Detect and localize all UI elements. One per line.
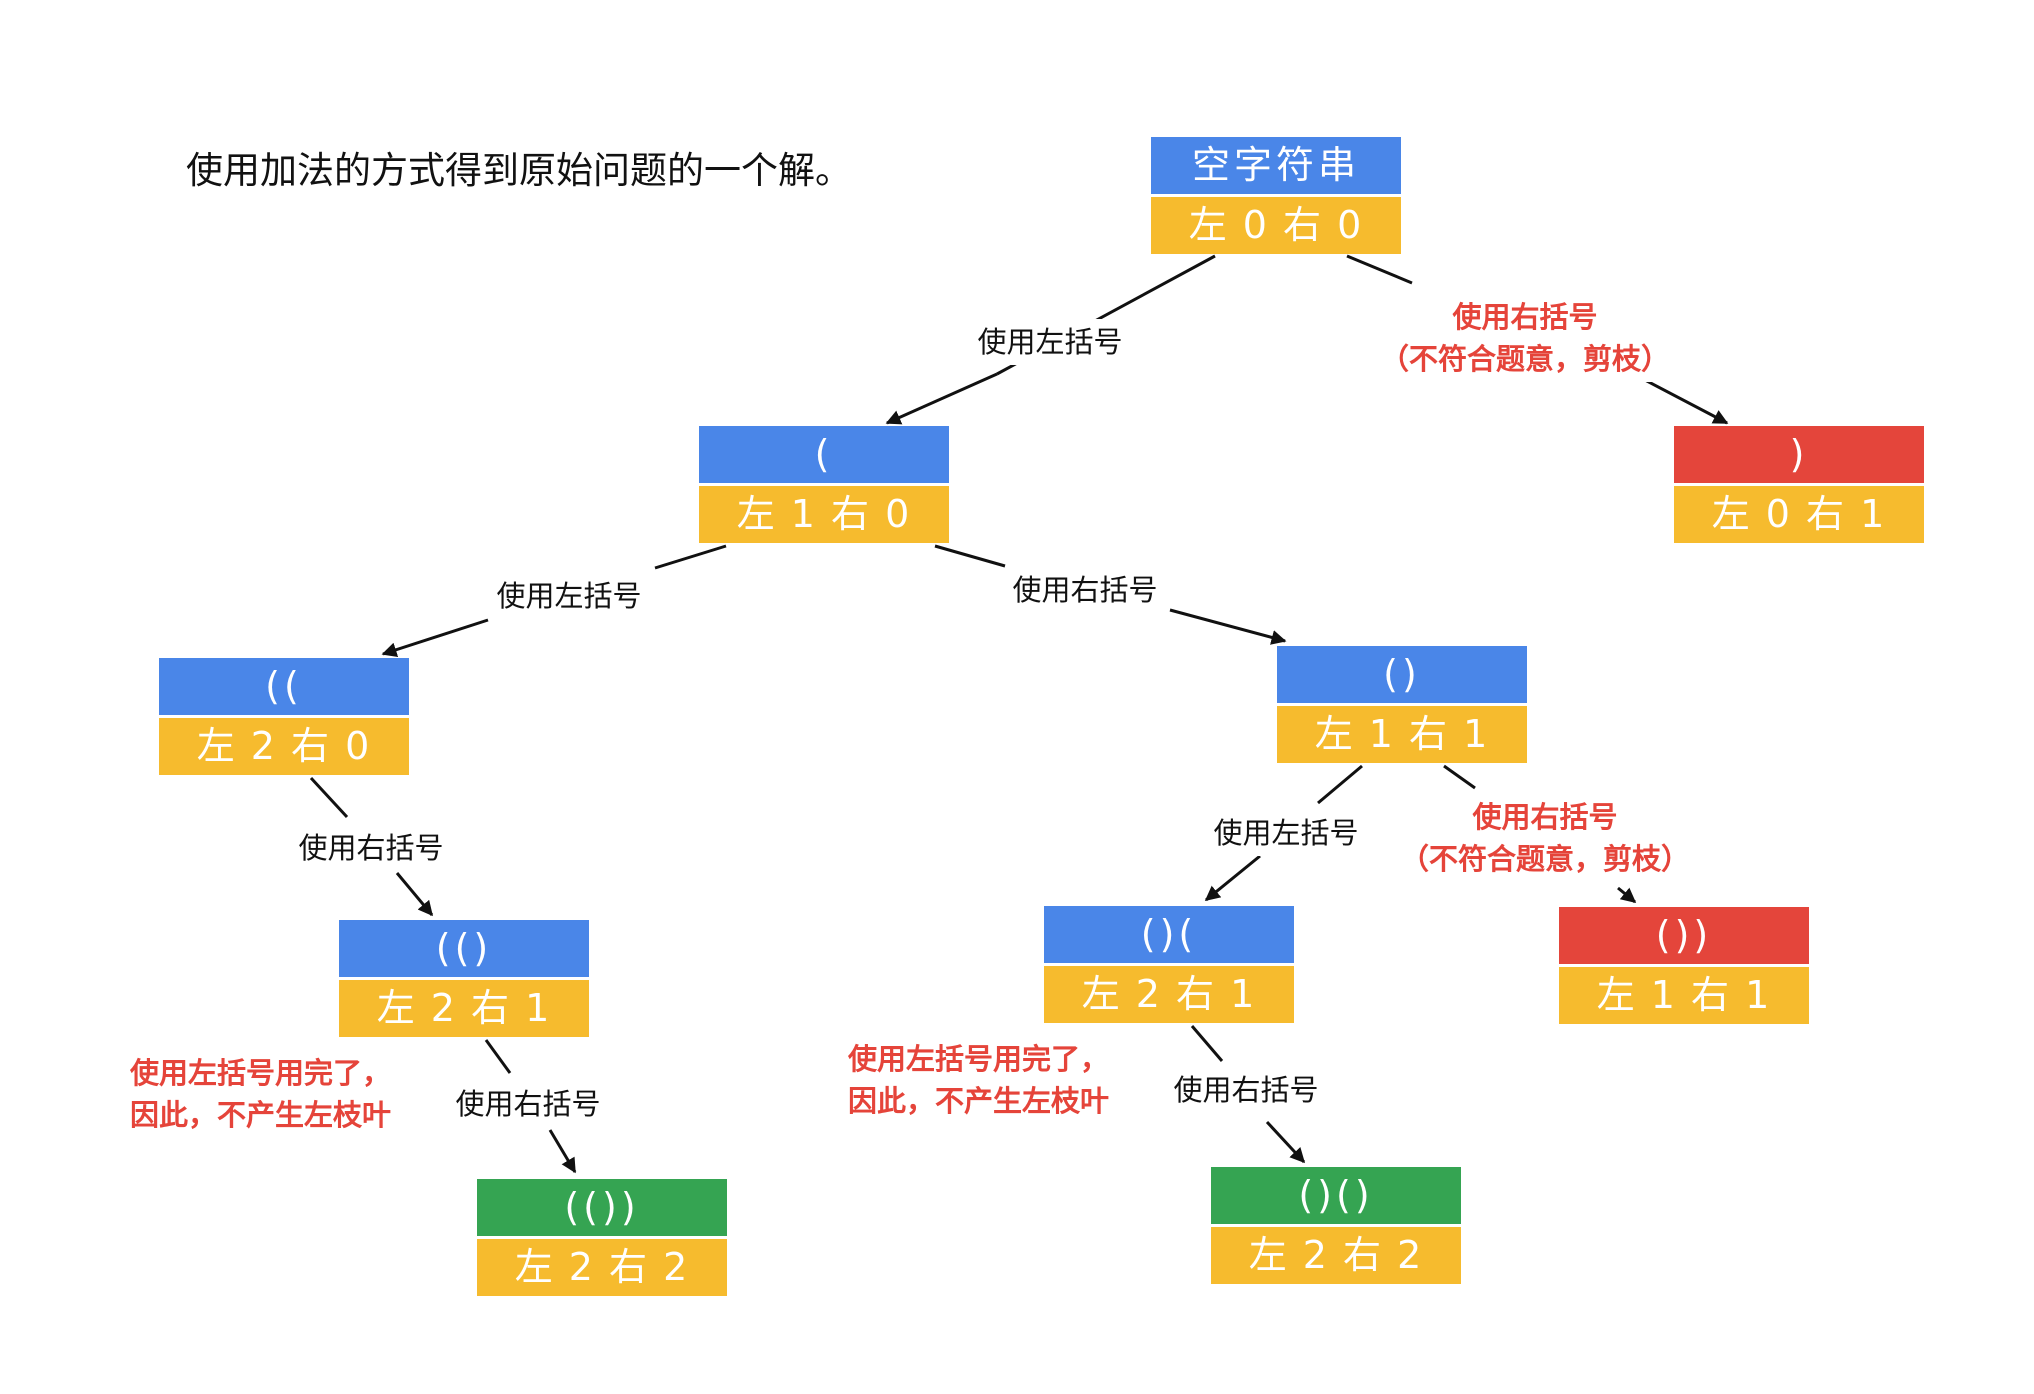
tree-node-root: 空字符串左 0 右 0 xyxy=(1151,137,1401,254)
edge-label: 使用右括号 xyxy=(449,1081,607,1128)
edge-label: 使用左括号 xyxy=(490,573,648,620)
tree-node-n5: (()左 2 右 1 xyxy=(339,920,589,1037)
edge-arrow-n1-n3 xyxy=(381,618,489,657)
node-string: () xyxy=(1277,646,1527,703)
edge-line-n1-n3 xyxy=(654,544,727,570)
node-count: 左 1 右 1 xyxy=(1277,706,1527,763)
tree-node-n7: ())左 1 右 1 xyxy=(1559,907,1809,1024)
node-count: 左 2 右 1 xyxy=(339,980,589,1037)
edge-arrow-n1-n4 xyxy=(1169,608,1287,645)
node-string: 空字符串 xyxy=(1151,137,1401,194)
pruned-edge-label: 使用右括号 （不符合题意，剪枝） xyxy=(1374,294,1677,383)
edge-label: 使用左括号 xyxy=(971,319,1129,366)
edge-label: 使用右括号 xyxy=(292,825,450,872)
tree-node-n3: ((左 2 右 0 xyxy=(159,658,409,775)
note-no-left-branch: 使用左括号用完了， 因此，不产生左枝叶 xyxy=(130,1056,392,1133)
edge-arrow-n6-n9 xyxy=(1265,1120,1306,1164)
edge-arrow-n5-n8 xyxy=(548,1129,577,1174)
edge-label: 使用右括号 xyxy=(1006,567,1164,614)
node-string: (() xyxy=(339,920,589,977)
node-string: ()() xyxy=(1211,1167,1461,1224)
node-count: 左 2 右 2 xyxy=(477,1239,727,1296)
node-count: 左 1 右 1 xyxy=(1559,967,1809,1024)
node-string: ) xyxy=(1674,426,1924,483)
tree-node-n1: (左 1 右 0 xyxy=(699,426,949,543)
edge-line-n5-n8 xyxy=(484,1039,512,1074)
page-title: 使用加法的方式得到原始问题的一个解。 xyxy=(186,149,852,192)
node-string: (( xyxy=(159,658,409,715)
tree-node-n9: ()()左 2 右 2 xyxy=(1211,1167,1461,1284)
pruned-edge-label: 使用右括号 （不符合题意，剪枝） xyxy=(1394,794,1697,883)
edge-line-n4-n6 xyxy=(1317,764,1363,805)
edge-line-n3-n5 xyxy=(309,776,349,819)
edge-arrow-root-n1 xyxy=(885,372,998,425)
node-string: ( xyxy=(699,426,949,483)
edge-arrow-n3-n5 xyxy=(395,872,434,917)
tree-node-n8: (())左 2 右 2 xyxy=(477,1179,727,1296)
edge-arrow-n4-n6 xyxy=(1204,854,1261,902)
node-count: 左 2 右 2 xyxy=(1211,1227,1461,1284)
node-count: 左 1 右 0 xyxy=(699,486,949,543)
node-count: 左 0 右 0 xyxy=(1151,197,1401,254)
node-string: (()) xyxy=(477,1179,727,1236)
edge-label: 使用右括号 xyxy=(1167,1067,1325,1114)
edge-label: 使用左括号 xyxy=(1207,810,1365,857)
node-count: 左 2 右 1 xyxy=(1044,966,1294,1023)
edge-line-n4-n7 xyxy=(1443,764,1476,790)
node-string: ()( xyxy=(1044,906,1294,963)
edge-line-n6-n9 xyxy=(1190,1025,1224,1062)
node-count: 左 2 右 0 xyxy=(159,718,409,775)
tree-node-n2: )左 0 右 1 xyxy=(1674,426,1924,543)
node-string: ()) xyxy=(1559,907,1809,964)
note-no-left-branch: 使用左括号用完了， 因此，不产生左枝叶 xyxy=(848,1042,1110,1119)
edge-arrow-root-n2 xyxy=(1644,378,1729,425)
tree-node-n6: ()(左 2 右 1 xyxy=(1044,906,1294,1023)
edge-line-root-n2 xyxy=(1346,254,1413,285)
edge-line-n1-n4 xyxy=(934,544,1006,568)
tree-node-n4: ()左 1 右 1 xyxy=(1277,646,1527,763)
node-count: 左 0 右 1 xyxy=(1674,486,1924,543)
edge-arrow-n4-n7 xyxy=(1617,886,1637,904)
